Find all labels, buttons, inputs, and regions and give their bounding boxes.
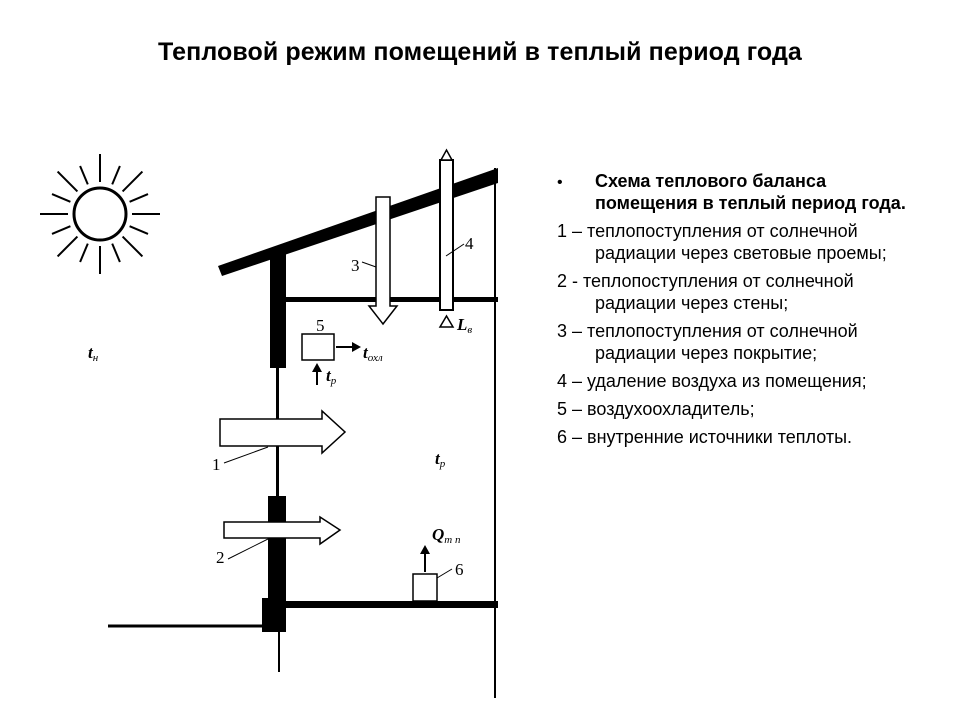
internal-heat-label: Qт п xyxy=(432,525,461,546)
air-cooler xyxy=(301,333,361,385)
bullet-icon: • xyxy=(557,174,563,191)
label-2: 2 xyxy=(216,548,225,567)
sun-ray xyxy=(56,170,79,193)
outdoor-temp-label: tн xyxy=(88,343,99,364)
exhaust-duct xyxy=(438,148,465,328)
window-heat-arrow xyxy=(219,409,347,464)
label-5: 5 xyxy=(316,316,325,335)
legend-item: 2 - теплопоступления от солнечной радиац… xyxy=(557,271,854,313)
roof-heat-arrow xyxy=(361,196,399,326)
ceiling xyxy=(284,297,498,302)
sun-ray xyxy=(51,193,71,203)
roof xyxy=(218,168,498,276)
sun-ray xyxy=(51,225,71,235)
floor xyxy=(284,601,498,608)
cooler-inlet-temp-label: tр xyxy=(326,366,337,387)
sun-ray xyxy=(111,243,121,263)
legend-item: 4 – удаление воздуха из помещения; xyxy=(557,371,867,391)
room-temp-label: tр xyxy=(435,449,446,470)
exhaust-flow-label: Lв xyxy=(456,315,472,336)
sun-ray xyxy=(56,235,79,258)
sun-ray xyxy=(121,170,144,193)
legend-item: 1 – теплопоступления от солнечной радиац… xyxy=(557,221,887,263)
wall-heat-arrow xyxy=(223,515,342,560)
sun-ray xyxy=(79,243,89,263)
legend-item: 5 – воздухоохладитель; xyxy=(557,399,755,419)
sun-ray xyxy=(111,165,121,185)
legend-heading: Схема теплового баланса помещения в тепл… xyxy=(595,171,906,213)
legend: • Схема теплового баланса помещения в те… xyxy=(557,170,917,448)
sun-ray xyxy=(129,225,149,235)
wall-lower xyxy=(268,496,286,606)
label-3: 3 xyxy=(351,256,360,275)
page-title: Тепловой режим помещений в теплый период… xyxy=(158,38,802,66)
foundation xyxy=(262,598,286,632)
legend-item: 3 – теплопоступления от солнечной радиац… xyxy=(557,321,858,363)
label-4: 4 xyxy=(465,234,474,253)
wall-upper xyxy=(270,252,286,368)
sun-ray xyxy=(121,235,144,258)
sun-ray xyxy=(79,165,89,185)
cooler-outlet-temp-label: tохл xyxy=(363,343,383,364)
internal-heat-source xyxy=(412,545,453,602)
label-6: 6 xyxy=(455,560,464,579)
sun-icon xyxy=(40,154,160,274)
legend-items: 1 – теплопоступления от солнечной радиац… xyxy=(557,220,917,448)
legend-item: 6 – внутренние источники теплоты. xyxy=(557,427,853,447)
label-1: 1 xyxy=(212,455,221,474)
sun-ray xyxy=(129,193,149,203)
sun-rays xyxy=(40,154,160,274)
